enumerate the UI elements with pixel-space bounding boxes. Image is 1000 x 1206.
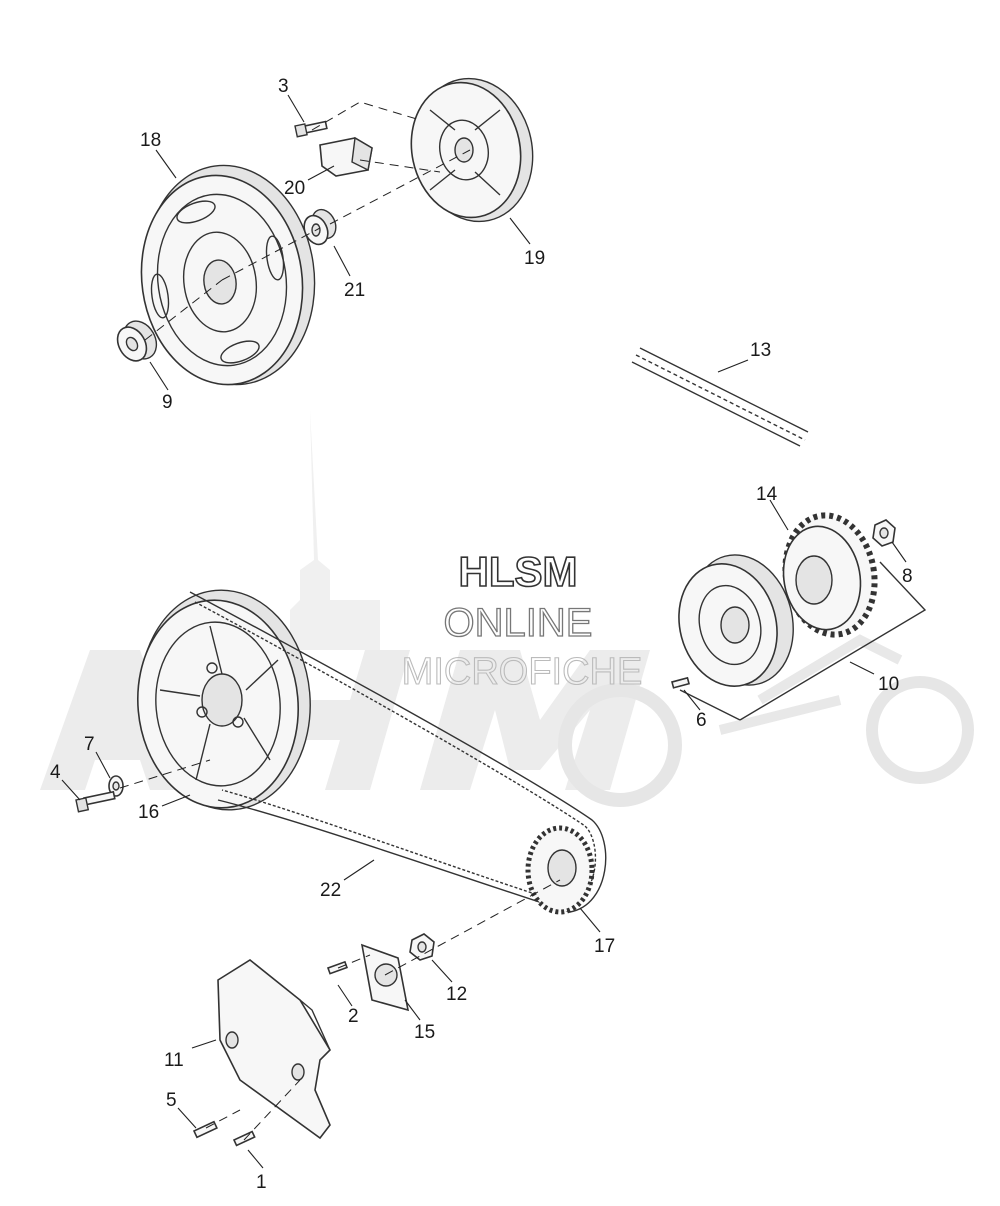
part-8-nut [872,519,896,547]
callout-14: 14 [756,484,778,505]
callout-9: 9 [162,392,173,413]
callout-8: 8 [902,566,913,587]
part-19-cover [410,77,534,223]
leader-lines [61,94,907,1169]
callout-11: 11 [164,1050,184,1071]
watermark-line2: ONLINE [444,601,593,645]
part-3-bolt [294,120,328,138]
part-2-screw [326,960,348,975]
part-1-screw [232,1130,256,1147]
callout-12: 12 [446,984,467,1005]
part-9-bearing [116,320,158,362]
callout-21: 21 [344,280,365,301]
callout-17: 17 [594,936,615,957]
part-14-sprocket [782,512,878,638]
part-10-clutch-shell [678,554,794,687]
part-22-belt [189,591,607,913]
callout-5: 5 [166,1090,177,1111]
part-7-washer [108,775,124,797]
part-15-lock-plate [360,943,410,1012]
part-20-clip [319,136,373,177]
callout-18: 18 [140,130,161,151]
callout-19: 19 [524,248,545,269]
callout-3: 3 [278,76,289,97]
callout-labels: 1 2 3 4 5 6 7 8 9 10 11 12 13 14 15 16 1… [50,76,913,1193]
watermark-line1: HLSM [459,548,578,595]
part-17-sprocket [525,825,595,915]
callout-6: 6 [696,710,707,731]
part-11-cover [217,959,332,1140]
part-13-chain [631,347,809,447]
callout-10: 10 [878,674,899,695]
callout-16: 16 [138,802,159,823]
part-6-screw [671,676,690,689]
callout-15: 15 [414,1022,435,1043]
callout-20: 20 [284,178,305,199]
callout-7: 7 [84,734,95,755]
part-4-bolt [75,790,116,813]
part-12-nut [409,933,435,961]
watermark-line3: MICROFICHE [402,651,643,693]
callout-4: 4 [50,762,61,783]
part-16-pulley [136,589,311,811]
callout-1: 1 [256,1172,267,1193]
callout-13: 13 [750,340,771,361]
callout-22: 22 [320,880,341,901]
callout-2: 2 [348,1006,359,1027]
assembly-lines [119,101,927,1141]
